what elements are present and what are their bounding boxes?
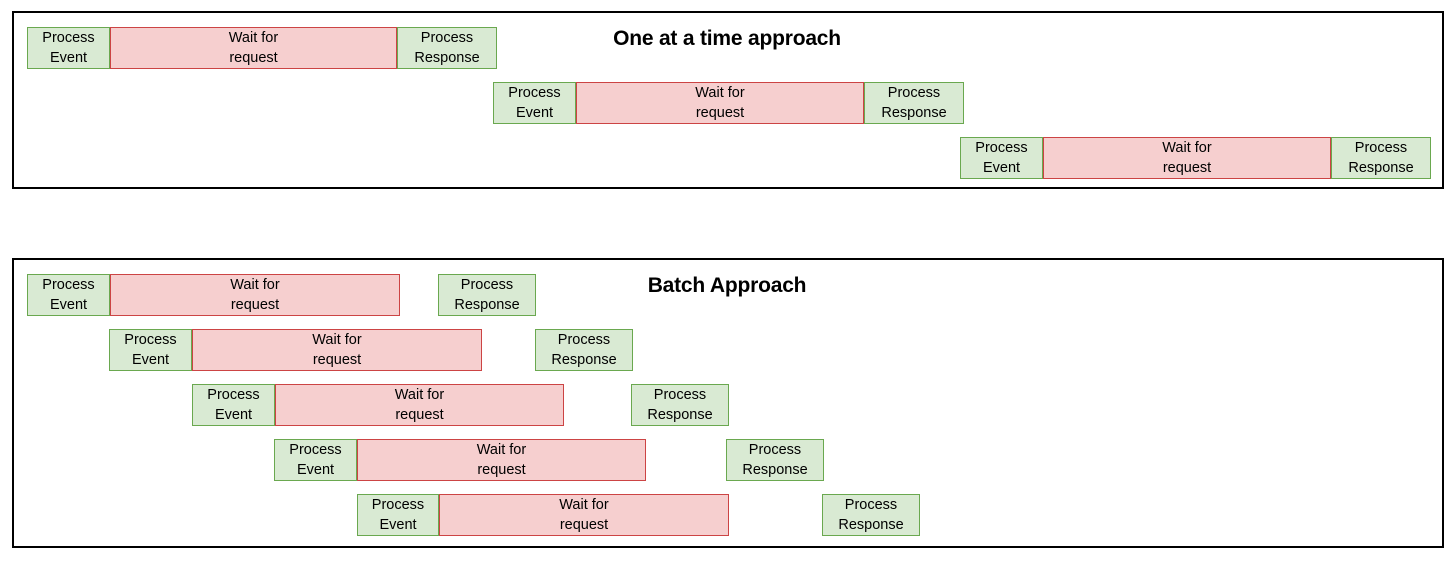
segment-label-line2: Response (454, 297, 520, 313)
wait-for-request-box: Wait for request (439, 494, 729, 536)
segment-label-line1: Process (42, 277, 95, 293)
wait-for-request-box: Wait for request (110, 274, 400, 316)
segment-label-line2: Response (647, 407, 713, 423)
segment-label-line1: Process (844, 497, 898, 513)
segment-label-line1: Process (460, 277, 514, 293)
segment-label-line2: request (229, 50, 278, 66)
wait-for-request-box: Wait for request (1043, 137, 1331, 179)
segment-label-line1: Process (653, 387, 707, 403)
segment-label-line1: Process (975, 140, 1028, 156)
segment-label-line1: Process (207, 387, 260, 403)
segment-label-line1: Wait for (559, 497, 609, 513)
segment-label-line2: Event (49, 297, 88, 313)
segment-label-line2: request (477, 462, 526, 478)
segment-label-line2: Response (742, 462, 808, 478)
segment-label-line1: Process (420, 30, 474, 46)
segment-label-line2: Response (551, 352, 617, 368)
segment-label-line1: Wait for (695, 85, 745, 101)
segment-label-line1: Process (887, 85, 941, 101)
wait-for-request-box: Wait for request (357, 439, 646, 481)
segment-label-line2: Response (881, 105, 947, 121)
segment-label-line1: Wait for (228, 30, 279, 46)
segment-label-line2: Event (982, 160, 1021, 176)
segment-label-line2: request (1162, 160, 1212, 176)
segment-label-line2: Event (49, 50, 88, 66)
segment-label-line1: Process (124, 332, 177, 348)
wait-for-request-box: Wait for request (275, 384, 564, 426)
segment-label-line1: Wait for (1162, 140, 1212, 156)
wait-for-request-box: Wait for request (192, 329, 482, 371)
segment-label-line2: request (695, 105, 745, 121)
segment-label-line2: Response (414, 50, 480, 66)
segment-label-line2: Event (379, 517, 417, 533)
segment-label-line2: Event (515, 105, 554, 121)
segment-label-line1: Process (748, 442, 802, 458)
segment-label-line1: Process (557, 332, 611, 348)
segment-label-line1: Process (371, 497, 425, 513)
segment-label-line2: Response (1348, 160, 1414, 176)
segment-label-line2: Response (838, 517, 904, 533)
segment-label-line1: Wait for (476, 442, 527, 458)
segment-label-line2: request (559, 517, 609, 533)
segment-label-line1: Process (289, 442, 342, 458)
segment-label-line2: Event (296, 462, 335, 478)
segment-label-line2: Event (214, 407, 253, 423)
segment-label-line2: request (230, 297, 280, 313)
segment-label-line1: Process (1354, 140, 1408, 156)
panel-title-one-at-a-time: One at a time approach (613, 27, 841, 50)
segment-label-line1: Wait for (230, 277, 280, 293)
segment-label-line1: Process (42, 30, 95, 46)
segment-label-line2: request (312, 352, 362, 368)
segment-label-line1: Process (508, 85, 561, 101)
segment-label-line2: Event (131, 352, 170, 368)
segment-label-line2: request (395, 407, 444, 423)
panel-title-batch: Batch Approach (647, 274, 807, 297)
wait-for-request-box: Wait for request (110, 27, 397, 69)
segment-label-line1: Wait for (394, 387, 445, 403)
segment-label-line1: Wait for (312, 332, 362, 348)
wait-for-request-box: Wait for request (576, 82, 864, 124)
